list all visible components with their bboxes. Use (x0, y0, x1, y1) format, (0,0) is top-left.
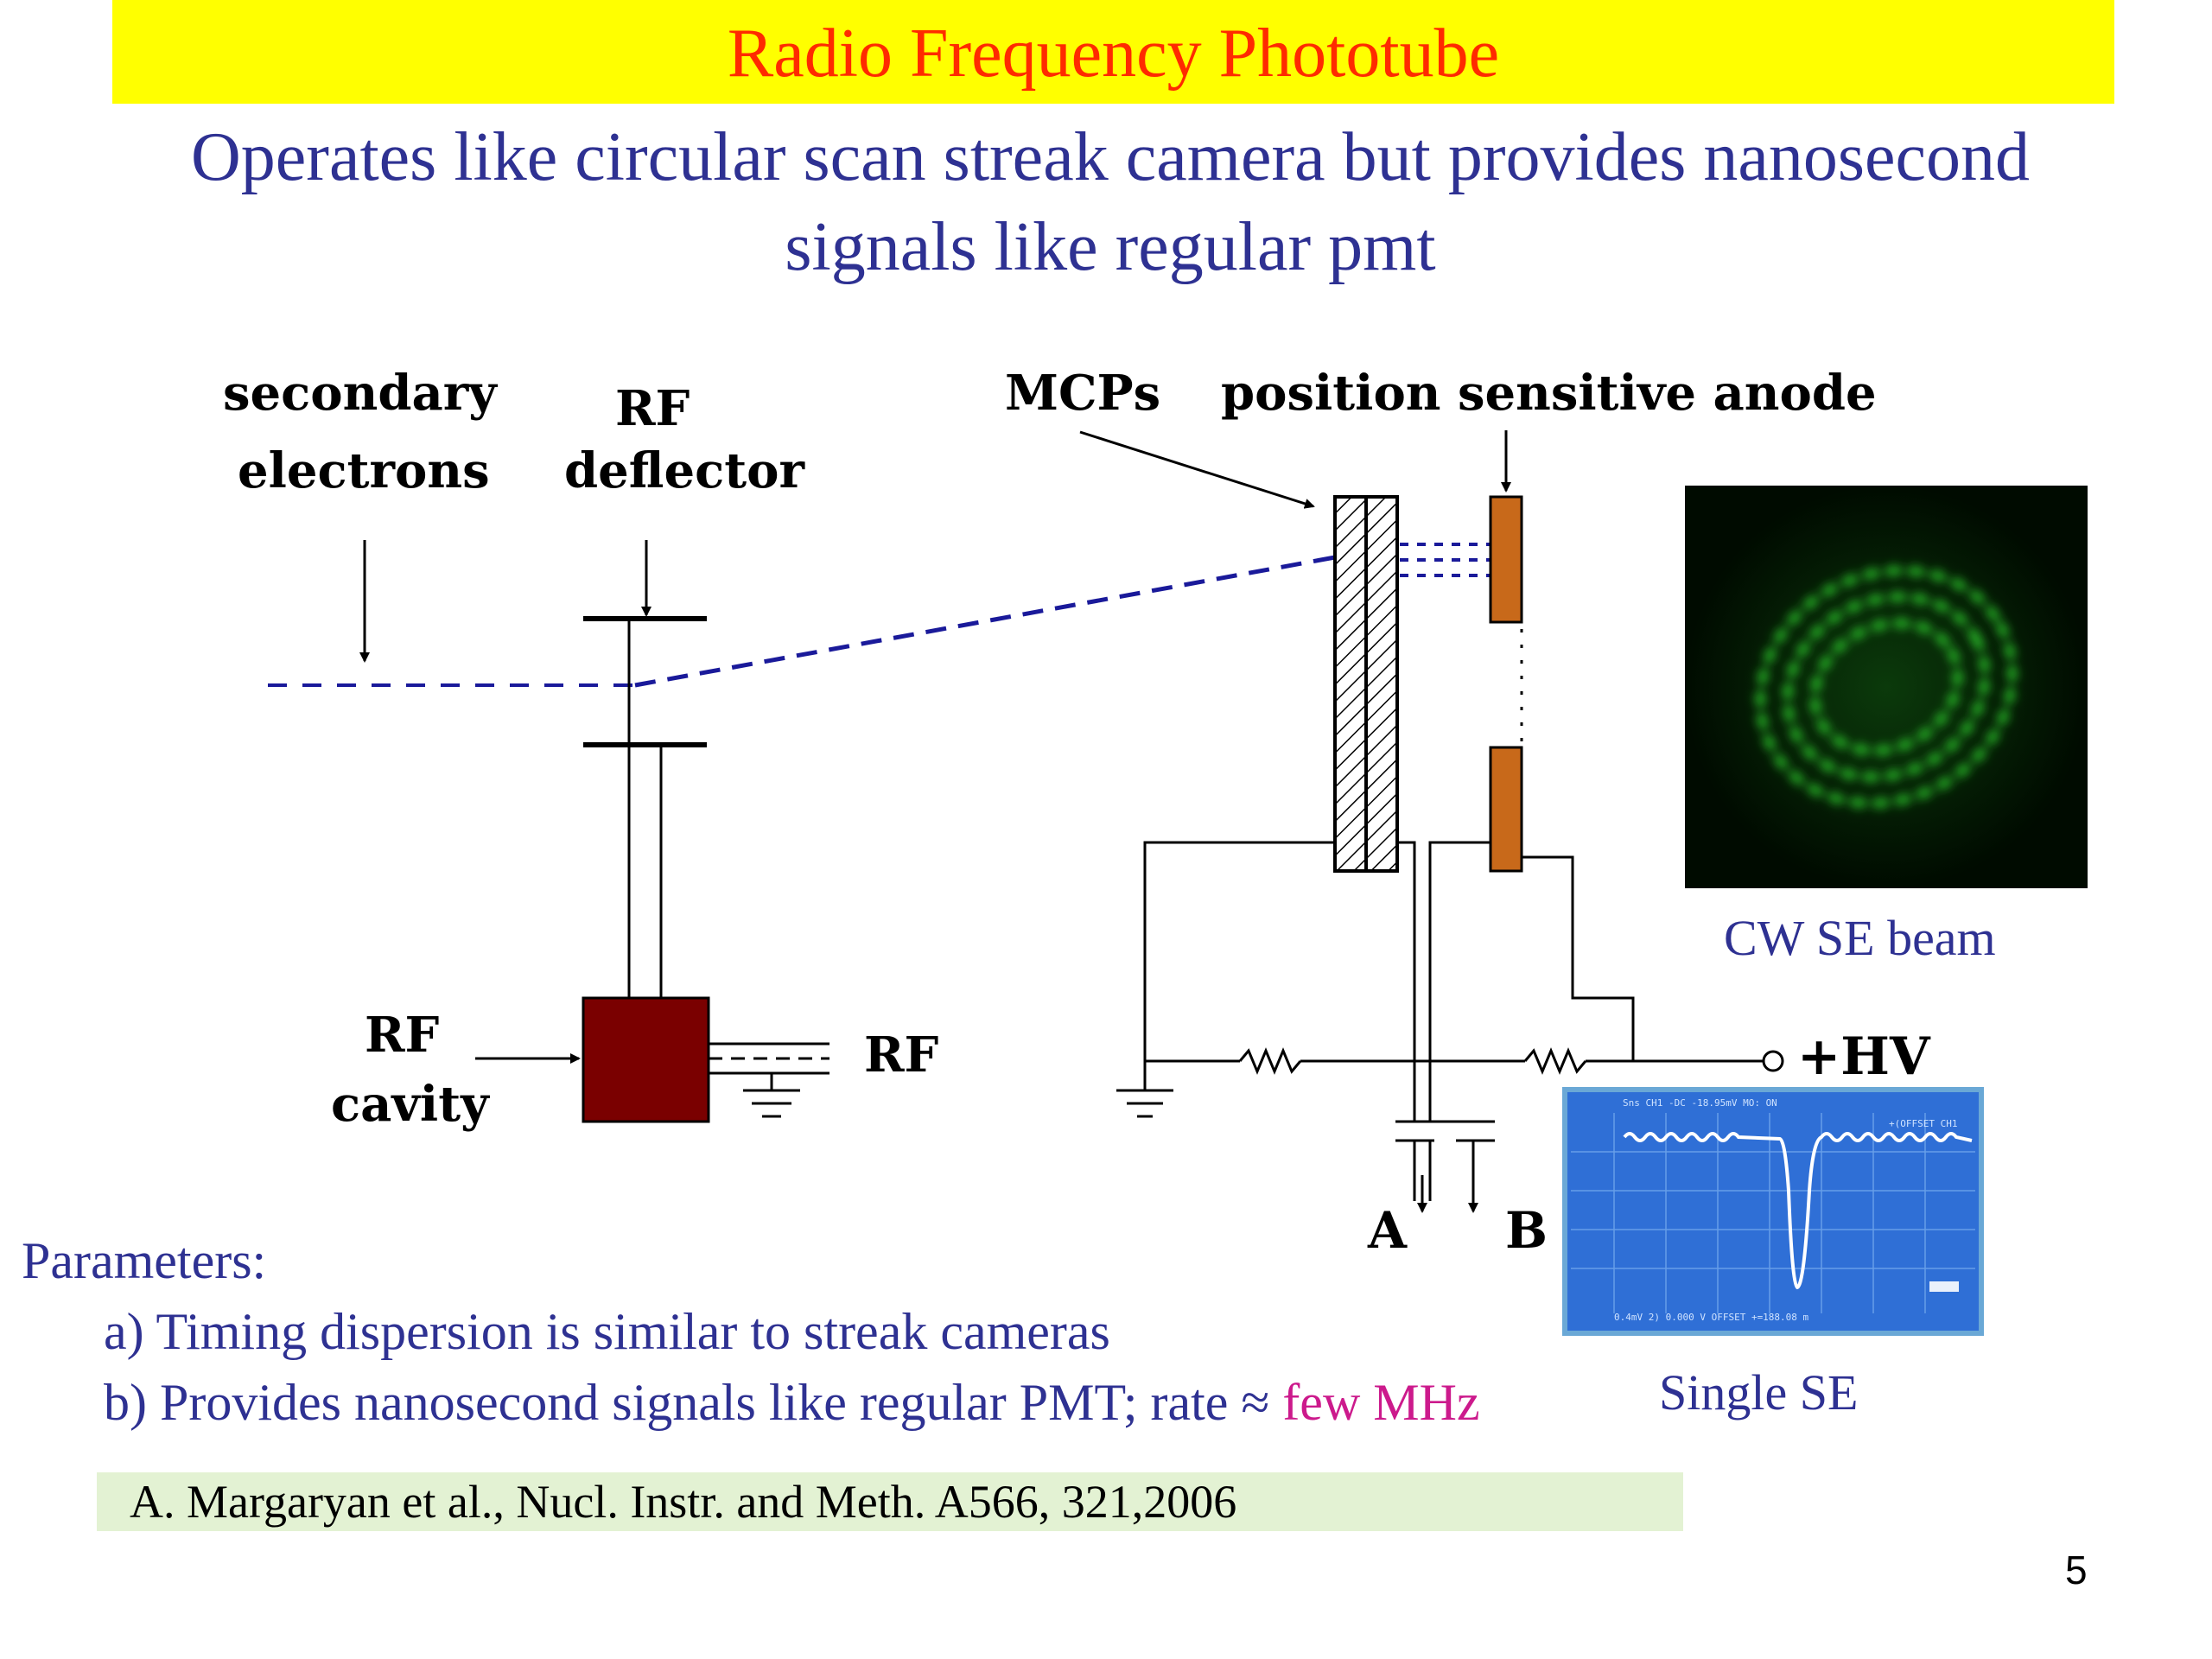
rf-input-label: RF (864, 1027, 939, 1084)
scope-offset-readout: +(OFFSET CH1 (1889, 1118, 1957, 1129)
rf-cavity-label-line1: RF (365, 1007, 440, 1064)
mcp-plate-2 (1364, 495, 1399, 873)
citation-bar: A. Margaryan et al., Nucl. Instr. and Me… (97, 1472, 1683, 1531)
rf-cavity-label-line2: cavity (331, 1076, 489, 1133)
hv-label: +HV (1797, 1027, 1930, 1087)
cw-se-beam-photo (1685, 486, 2088, 888)
secondary-electrons-label-line1: secondary (223, 365, 497, 422)
mcps-label: MCPs (1005, 365, 1161, 422)
parameters-block: Parameters: a) Timing dispersion is simi… (22, 1225, 1480, 1438)
secondary-electrons-label-line2: electrons (238, 442, 490, 499)
parameter-item-a: a) Timing dispersion is similar to strea… (104, 1303, 1110, 1360)
anode-label: position sensitive anode (1221, 365, 1877, 422)
scope-trace (1623, 1132, 1973, 1290)
scope-bottom-readout: 0.4mV 2) 0.000 V OFFSET +=188.08 m (1614, 1312, 1809, 1323)
beam-spot-pattern (1685, 486, 2088, 888)
output-b-label: B (1505, 1201, 1548, 1260)
rate-highlight: few MHz (1282, 1374, 1480, 1431)
slide-subtitle: Operates like circular scan streak camer… (191, 119, 2030, 285)
mcp-electron-gaps (1400, 543, 1491, 577)
mcp-plate-1 (1333, 495, 1368, 873)
scope-top-readout: Sns CH1 -DC -18.95mV MO: ON (1623, 1097, 1777, 1109)
title-bar: Radio Frequency Phototube (112, 0, 2114, 104)
page-number: 5 (2065, 1548, 2088, 1592)
mcps-arrow (1079, 430, 1315, 509)
rf-input-connector (709, 1042, 830, 1118)
anode-segment-bottom (1489, 746, 1523, 873)
beam-caption: CW SE beam (1724, 910, 1996, 966)
scope-caption: Single SE (1659, 1364, 1859, 1421)
scope-screen: Sns CH1 -DC -18.95mV MO: ON +(OFFSET CH1… (1562, 1087, 1984, 1336)
rf-deflector-label-line1: RF (615, 380, 690, 437)
parameters-heading: Parameters: (22, 1232, 267, 1289)
slide-title: Radio Frequency Phototube (727, 16, 1500, 92)
electron-path-deflected (634, 555, 1336, 688)
rf-cavity-box (582, 996, 710, 1123)
anode-segment-top (1489, 495, 1523, 624)
readout-circuit (1116, 841, 1784, 1201)
single-se-scope-photo: Sns CH1 -DC -18.95mV MO: ON +(OFFSET CH1… (1562, 1087, 1984, 1336)
parameter-item-b-text: b) Provides nanosecond signals like regu… (104, 1374, 1283, 1431)
rf-deflector-label-line2: deflector (564, 442, 804, 499)
output-a-label: A (1368, 1201, 1408, 1260)
parameter-item-b: b) Provides nanosecond signals like regu… (104, 1367, 1480, 1438)
citation-text: A. Margaryan et al., Nucl. Instr. and Me… (130, 1476, 1237, 1528)
